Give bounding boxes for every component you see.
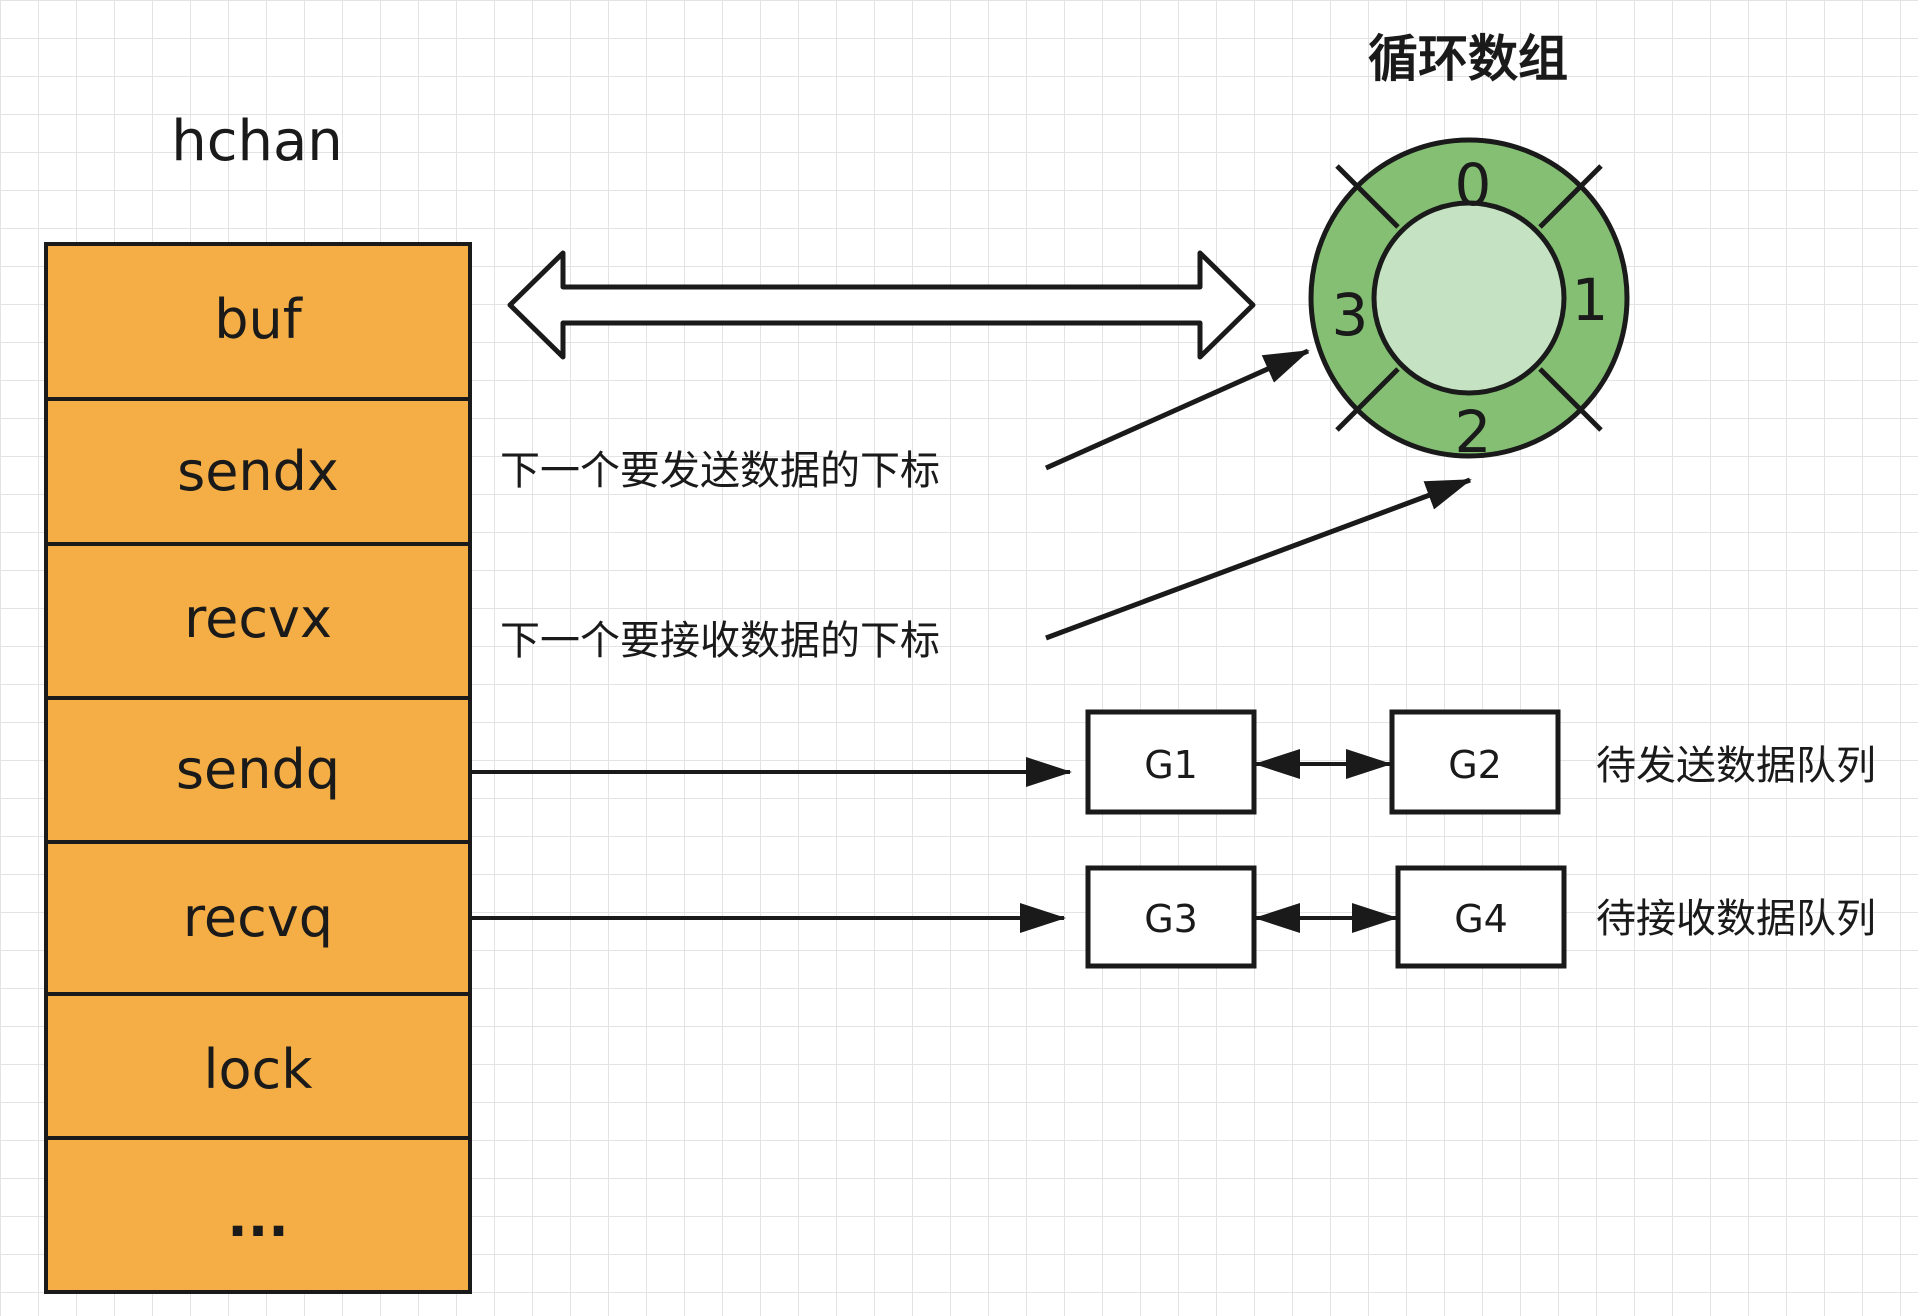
recvx-annotation: 下一个要接收数据的下标 — [500, 618, 940, 664]
field-recvx-cell — [44, 542, 472, 700]
field-more: ... — [227, 1186, 289, 1249]
ring-divider-ne — [1538, 164, 1603, 229]
recvx-pointer-arrow — [1045, 477, 1472, 641]
ring-index-3: 3 — [1332, 281, 1369, 349]
ring-buffer: 0 1 2 3 — [1308, 137, 1630, 466]
field-recvx: recvx — [184, 587, 332, 650]
buf-ring-double-arrow — [507, 250, 1256, 360]
ring-divider-sw — [1335, 367, 1400, 432]
field-recvq: recvq — [183, 886, 333, 949]
recv-queue-label: 待接收数据队列 — [1596, 896, 1876, 942]
field-lock: lock — [203, 1038, 313, 1101]
sendx-annotation: 下一个要发送数据的下标 — [500, 448, 940, 494]
ring-index-2: 2 — [1455, 398, 1492, 466]
queue-node-g2-label: G2 — [1448, 743, 1502, 787]
ring-index-1: 1 — [1572, 266, 1609, 334]
ring-index-0: 0 — [1455, 151, 1492, 219]
queue-node-g1-label: G1 — [1144, 743, 1198, 787]
hchan-title: hchan — [171, 109, 343, 174]
ring-inner — [1371, 200, 1567, 396]
queue-node-g4 — [1395, 865, 1567, 969]
queue-node-g1 — [1085, 709, 1257, 815]
ring-divider-nw — [1335, 164, 1400, 229]
queue-node-g3-label: G3 — [1144, 897, 1198, 941]
field-sendx: sendx — [177, 440, 339, 503]
ring-divider-se — [1538, 367, 1603, 432]
hchan-struct: buf sendx recvx sendq recvq lock ... — [44, 242, 472, 1294]
field-buf-cell — [44, 242, 472, 401]
sendx-pointer-arrow — [1044, 348, 1310, 471]
field-buf: buf — [214, 288, 304, 351]
ring-title: 循环数组 — [1368, 30, 1568, 88]
queue-node-g3 — [1085, 865, 1257, 969]
field-lock-cell — [44, 992, 472, 1140]
field-more-cell — [44, 1136, 472, 1294]
send-queue-label: 待发送数据队列 — [1596, 743, 1876, 789]
field-sendq: sendq — [176, 738, 340, 801]
field-sendx-cell — [44, 397, 472, 546]
queue-node-g2 — [1389, 709, 1561, 815]
queue-node-g4-label: G4 — [1454, 897, 1508, 941]
